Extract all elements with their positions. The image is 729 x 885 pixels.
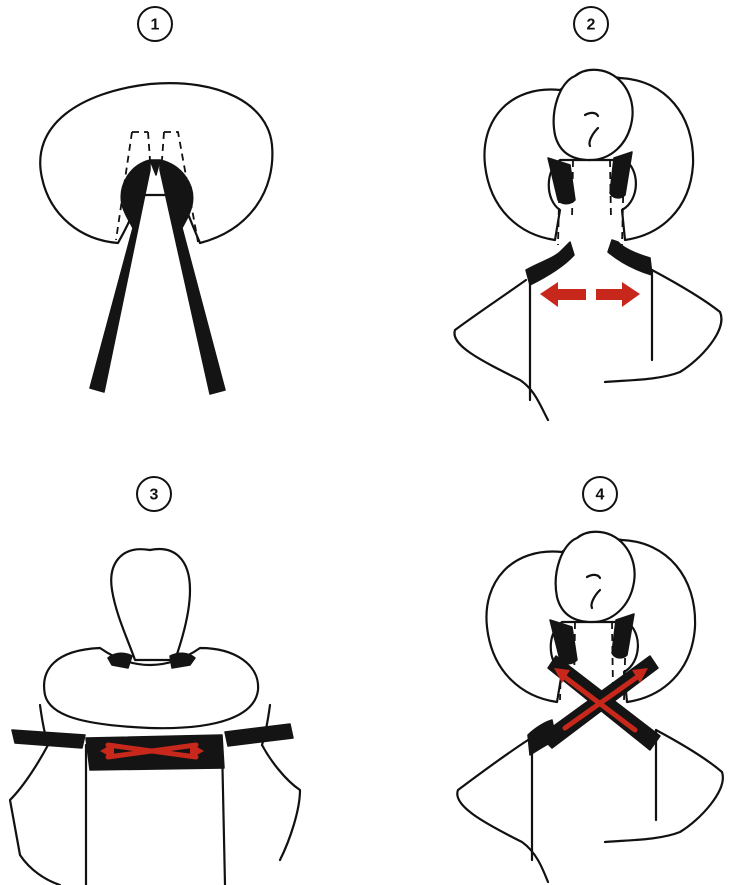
step-1-panel: 1: [40, 7, 272, 394]
step-3-badge: 3: [137, 477, 171, 511]
step-4-badge: 4: [583, 477, 617, 511]
step-2-panel: 2: [454, 7, 721, 420]
figure-back-view: [10, 549, 300, 885]
spread-apart-arrows: [540, 282, 640, 307]
step-3-straps: [12, 724, 293, 770]
step-2-number: 2: [587, 17, 596, 34]
step-3-panel: 3: [10, 477, 300, 885]
arrow-left-icon: [540, 282, 586, 307]
arrow-right-icon: [596, 282, 640, 307]
step-4-panel: 4: [457, 477, 723, 882]
step-1-badge: 1: [138, 7, 172, 41]
step-2-badge: 2: [574, 7, 608, 41]
figure-front-view: [454, 70, 721, 420]
step-4-number: 4: [596, 487, 605, 504]
step-1-number: 1: [151, 17, 160, 34]
step-3-number: 3: [150, 487, 159, 504]
